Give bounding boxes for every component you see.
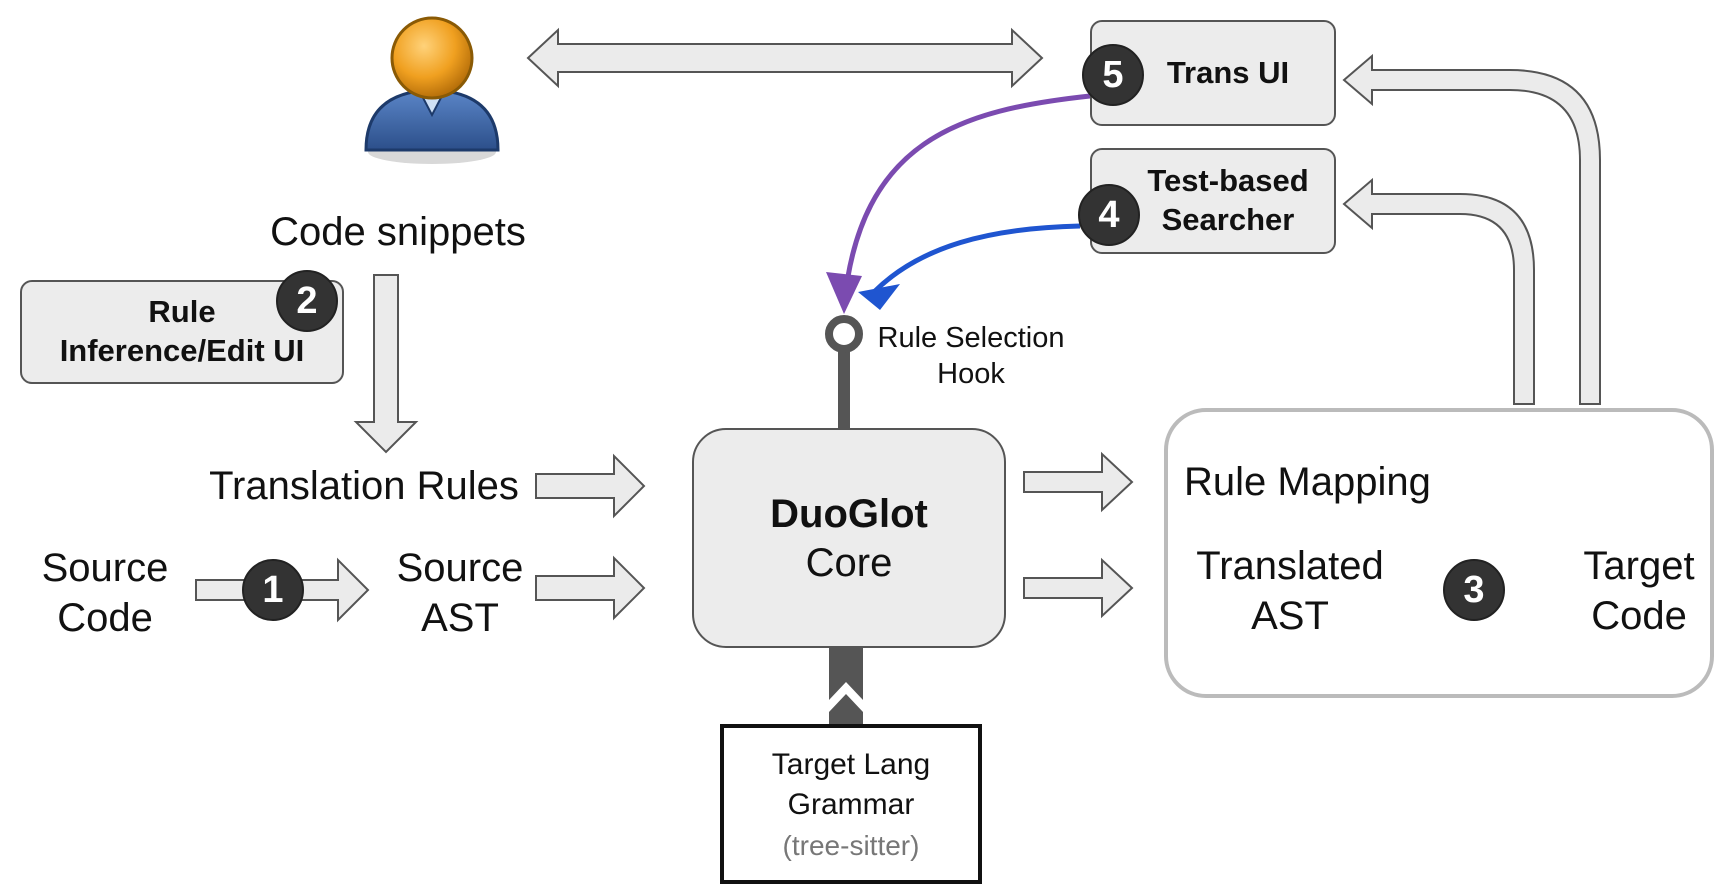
trans-ui-label: Trans UI bbox=[1166, 54, 1290, 90]
target-code-line1: Target bbox=[1583, 544, 1695, 588]
searcher-to-hook-curve bbox=[872, 223, 1081, 294]
hook-stem bbox=[838, 348, 850, 428]
source-ast-line1: Source bbox=[396, 546, 524, 590]
source-code-line2: Code bbox=[57, 596, 153, 640]
user-avatar-icon bbox=[364, 16, 500, 164]
source-ast-line2: AST bbox=[421, 596, 499, 640]
mapping-to-trans-ui-arrow bbox=[1342, 66, 1582, 402]
rules-to-core-arrow bbox=[535, 453, 646, 519]
core-subtitle: Core bbox=[805, 541, 893, 585]
rule-inference-line2: Inference/Edit UI bbox=[59, 333, 305, 368]
trans-ui-to-hook-arrowhead bbox=[826, 272, 862, 314]
trans-ui-to-hook-curve bbox=[841, 93, 1091, 307]
target-grammar-box bbox=[720, 724, 982, 884]
translation-rules-label: Translation Rules bbox=[209, 464, 519, 508]
duoglot-core-box bbox=[692, 428, 1006, 648]
code-snippets-label: Code snippets bbox=[270, 210, 526, 254]
ast-to-core-arrow bbox=[535, 555, 646, 621]
step-badge-4: 4 bbox=[1078, 184, 1140, 246]
rule-mapping-box bbox=[1164, 408, 1714, 698]
step-badge-1: 1 bbox=[242, 559, 304, 621]
searcher-to-hook-arrowhead bbox=[858, 284, 900, 310]
hook-label-line1: Rule Selection bbox=[877, 322, 1065, 354]
searcher-line1: Test-based bbox=[1147, 163, 1309, 199]
grammar-line3: (tree-sitter) bbox=[782, 830, 920, 861]
rule-mapping-title: Rule Mapping bbox=[1184, 460, 1431, 504]
step-badge-2: 2 bbox=[276, 270, 338, 332]
translated-ast-line2: AST bbox=[1251, 594, 1329, 638]
grammar-line1: Target Lang bbox=[771, 748, 931, 781]
user-trans-ui-double-arrow bbox=[526, 27, 1044, 89]
mapping-to-trans-ui-arrow-body bbox=[1342, 53, 1601, 405]
step-badge-3: 3 bbox=[1443, 559, 1505, 621]
mapping-to-searcher-arrow-body bbox=[1342, 177, 1535, 405]
target-code-line2: Code bbox=[1591, 594, 1687, 638]
translated-ast-line1: Translated bbox=[1196, 544, 1384, 588]
snippets-down-arrow bbox=[353, 274, 419, 454]
core-title: DuoGlot bbox=[770, 492, 928, 536]
hook-label-line2: Hook bbox=[937, 358, 1005, 390]
core-to-mapping-arrow-upper bbox=[1023, 451, 1134, 513]
step-badge-5: 5 bbox=[1082, 44, 1144, 106]
grammar-connector-chevron bbox=[829, 682, 863, 712]
core-to-mapping-arrow-lower bbox=[1023, 557, 1134, 619]
rule-inference-line1: Rule bbox=[148, 294, 216, 330]
grammar-line2: Grammar bbox=[787, 788, 915, 821]
searcher-line2: Searcher bbox=[1161, 202, 1295, 237]
rule-selection-hook-icon bbox=[825, 315, 863, 353]
source-code-line1: Source bbox=[41, 546, 169, 590]
